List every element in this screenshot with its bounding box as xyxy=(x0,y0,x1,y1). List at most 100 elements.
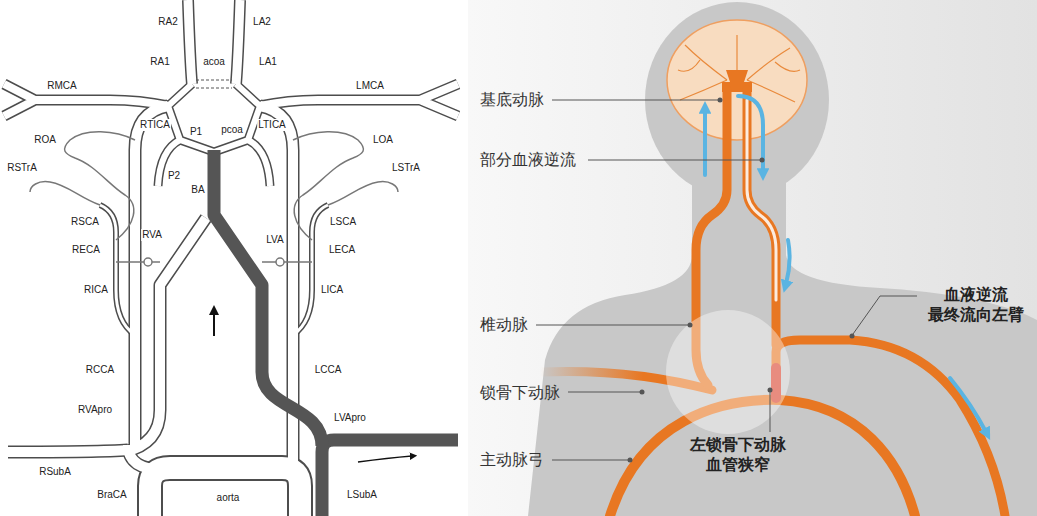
vessel-label: RA1 xyxy=(149,56,170,68)
vessel-lumen xyxy=(248,140,270,186)
vessel-lumen xyxy=(236,0,240,84)
branch-vessel xyxy=(116,261,160,263)
steal-path xyxy=(214,150,458,516)
flow-arrow xyxy=(738,96,763,172)
leader-dot xyxy=(718,98,723,103)
vessel-label: LCCA xyxy=(314,364,343,376)
vessel xyxy=(8,450,128,452)
vessel-lumen xyxy=(8,450,128,452)
leader-dot xyxy=(640,390,645,395)
vessel-label: LTICA xyxy=(257,119,287,131)
vessel-label: RMCA xyxy=(46,80,77,92)
vessel-label: LSTrA xyxy=(391,162,421,174)
flow-arrows xyxy=(705,96,986,432)
steal-vessel xyxy=(214,150,322,446)
vessel-label: LICA xyxy=(320,284,344,296)
branch-vessel xyxy=(293,132,363,240)
brain-vessel xyxy=(685,45,727,80)
callout-label: 部分血液逆流 xyxy=(480,150,576,170)
steal-vessel xyxy=(322,440,458,516)
vessel-lumen xyxy=(188,0,192,84)
branch-vessel xyxy=(262,261,312,263)
branch-vessel xyxy=(65,132,135,240)
vessel-label: BA xyxy=(190,184,205,196)
vessel-label: LOA xyxy=(372,134,394,146)
vessel-lumen xyxy=(4,84,168,116)
leader-line xyxy=(588,160,760,161)
brain-vessel xyxy=(678,60,700,71)
vessel-label: acoa xyxy=(202,56,226,68)
vessel-label: LECA xyxy=(328,244,356,256)
vessel xyxy=(4,84,168,116)
vessel-label: RECA xyxy=(71,244,101,256)
vessel-label: RTICA xyxy=(139,119,171,131)
dashed-line xyxy=(196,80,232,81)
acoa-dashed xyxy=(196,80,232,88)
callout-label: 主动脉弓 xyxy=(480,450,544,470)
leader-line xyxy=(853,296,917,334)
flow-arrow xyxy=(703,110,707,175)
vessel-label: RICA xyxy=(83,284,109,296)
leader-line xyxy=(770,392,771,432)
brain-vessel xyxy=(736,35,737,75)
vessel-label: LSubA xyxy=(346,489,378,501)
leader-line xyxy=(552,460,628,461)
vessel-label: aorta xyxy=(216,492,241,504)
highlight-circle xyxy=(666,310,790,434)
vessel-label: LSCA xyxy=(329,216,357,228)
anastomosis-node xyxy=(276,258,284,266)
leader-dot xyxy=(628,458,633,463)
vessel-lumens xyxy=(4,0,458,516)
brain xyxy=(667,20,807,140)
leader-line xyxy=(568,392,640,393)
branch-vessel xyxy=(328,182,398,205)
left-subclavian xyxy=(776,340,1005,516)
vessel-label: RCCA xyxy=(85,364,115,376)
vessel-lumen xyxy=(168,84,260,152)
body-silhouette xyxy=(528,170,1037,516)
leader-dot xyxy=(688,323,693,328)
branch-vessel xyxy=(30,182,100,205)
leader-lines xyxy=(536,100,917,460)
background xyxy=(0,0,468,516)
vessel-lumen xyxy=(124,218,206,452)
brain-vessel xyxy=(747,48,790,80)
arteries xyxy=(540,90,1005,516)
brain-vessels xyxy=(678,35,800,102)
callout-label: 椎动脉 xyxy=(480,315,528,335)
flow-arrow xyxy=(950,378,986,432)
vessel xyxy=(236,0,240,84)
leader-dot xyxy=(850,334,855,339)
vessel-label: RVA xyxy=(141,229,163,241)
brain-vessel xyxy=(680,80,727,100)
vessel-label: RSTrA xyxy=(6,162,38,174)
dashed-line xyxy=(196,88,232,89)
leader-dot xyxy=(768,388,773,393)
leader-line xyxy=(536,325,688,326)
leader-dots xyxy=(628,98,855,463)
vessel xyxy=(168,84,260,152)
vessel-label: RSCA xyxy=(70,216,100,228)
aorta-lumen xyxy=(150,468,300,516)
vessel-label: LVApro xyxy=(333,412,367,424)
vessel-label: RA2 xyxy=(157,16,178,28)
vessel xyxy=(248,140,270,186)
flow-arrow xyxy=(358,456,412,462)
vessel-label: pcoa xyxy=(220,124,244,136)
vessel-label: LMCA xyxy=(355,80,385,92)
vessel-label: RSubA xyxy=(38,466,72,478)
leader-dot xyxy=(760,158,765,163)
anastomosis-node xyxy=(144,258,152,266)
panel-background xyxy=(468,0,1037,516)
vessel-label: ROA xyxy=(33,134,57,146)
brain-vessel xyxy=(775,62,800,71)
flow-arrow xyxy=(786,240,790,284)
callout-label: 基底动脉 xyxy=(480,90,544,110)
vessel-label: RVApro xyxy=(77,404,113,416)
callout-label: 左锁骨下动脉 血管狭窄 xyxy=(685,435,791,475)
vessel-label: P1 xyxy=(189,126,203,138)
vessel-label: LVA xyxy=(265,234,284,246)
